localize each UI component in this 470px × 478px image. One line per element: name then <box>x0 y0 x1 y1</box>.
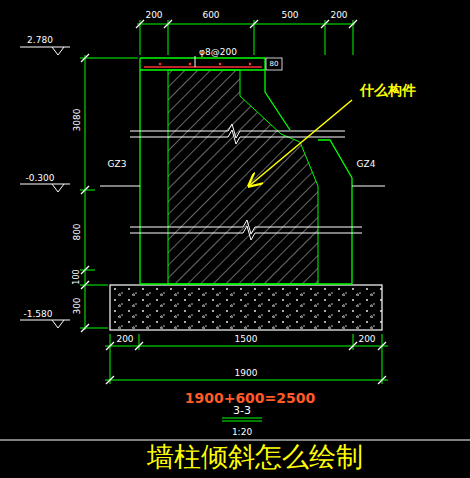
dimension-text: 3-3 <box>233 405 251 416</box>
dimension-text: 80 <box>270 61 279 68</box>
dimension-text: 200 <box>358 335 375 344</box>
dimension-text: GZ4 <box>357 160 376 169</box>
note-text: 1900+600=2500 <box>185 391 316 405</box>
dimension-text: 800 <box>73 223 82 240</box>
dimension-text: 600 <box>202 11 219 20</box>
dimension-text: 500 <box>281 11 298 20</box>
dimension-text: -1.580 <box>23 310 52 319</box>
callout-text: 什么构件 <box>360 83 416 97</box>
dimension-text: 200 <box>116 335 133 344</box>
dimension-text: -0.300 <box>25 174 54 183</box>
dimension-text: 1900 <box>235 369 258 378</box>
caption-text: 墙柱倾斜怎么绘制 <box>147 443 363 470</box>
dimension-text: φ8@200 <box>199 48 237 57</box>
dimension-text: 100 <box>73 269 81 284</box>
dimension-text: 3080 <box>73 109 82 132</box>
dimension-text: 1:20 <box>232 428 252 437</box>
dimension-text: GZ3 <box>108 160 127 169</box>
dimension-text: 1500 <box>235 335 258 344</box>
dimension-text: 300 <box>73 297 82 314</box>
dimension-text: 200 <box>145 11 162 20</box>
dimension-text: 2.780 <box>27 36 53 45</box>
dimension-text: 200 <box>330 11 347 20</box>
